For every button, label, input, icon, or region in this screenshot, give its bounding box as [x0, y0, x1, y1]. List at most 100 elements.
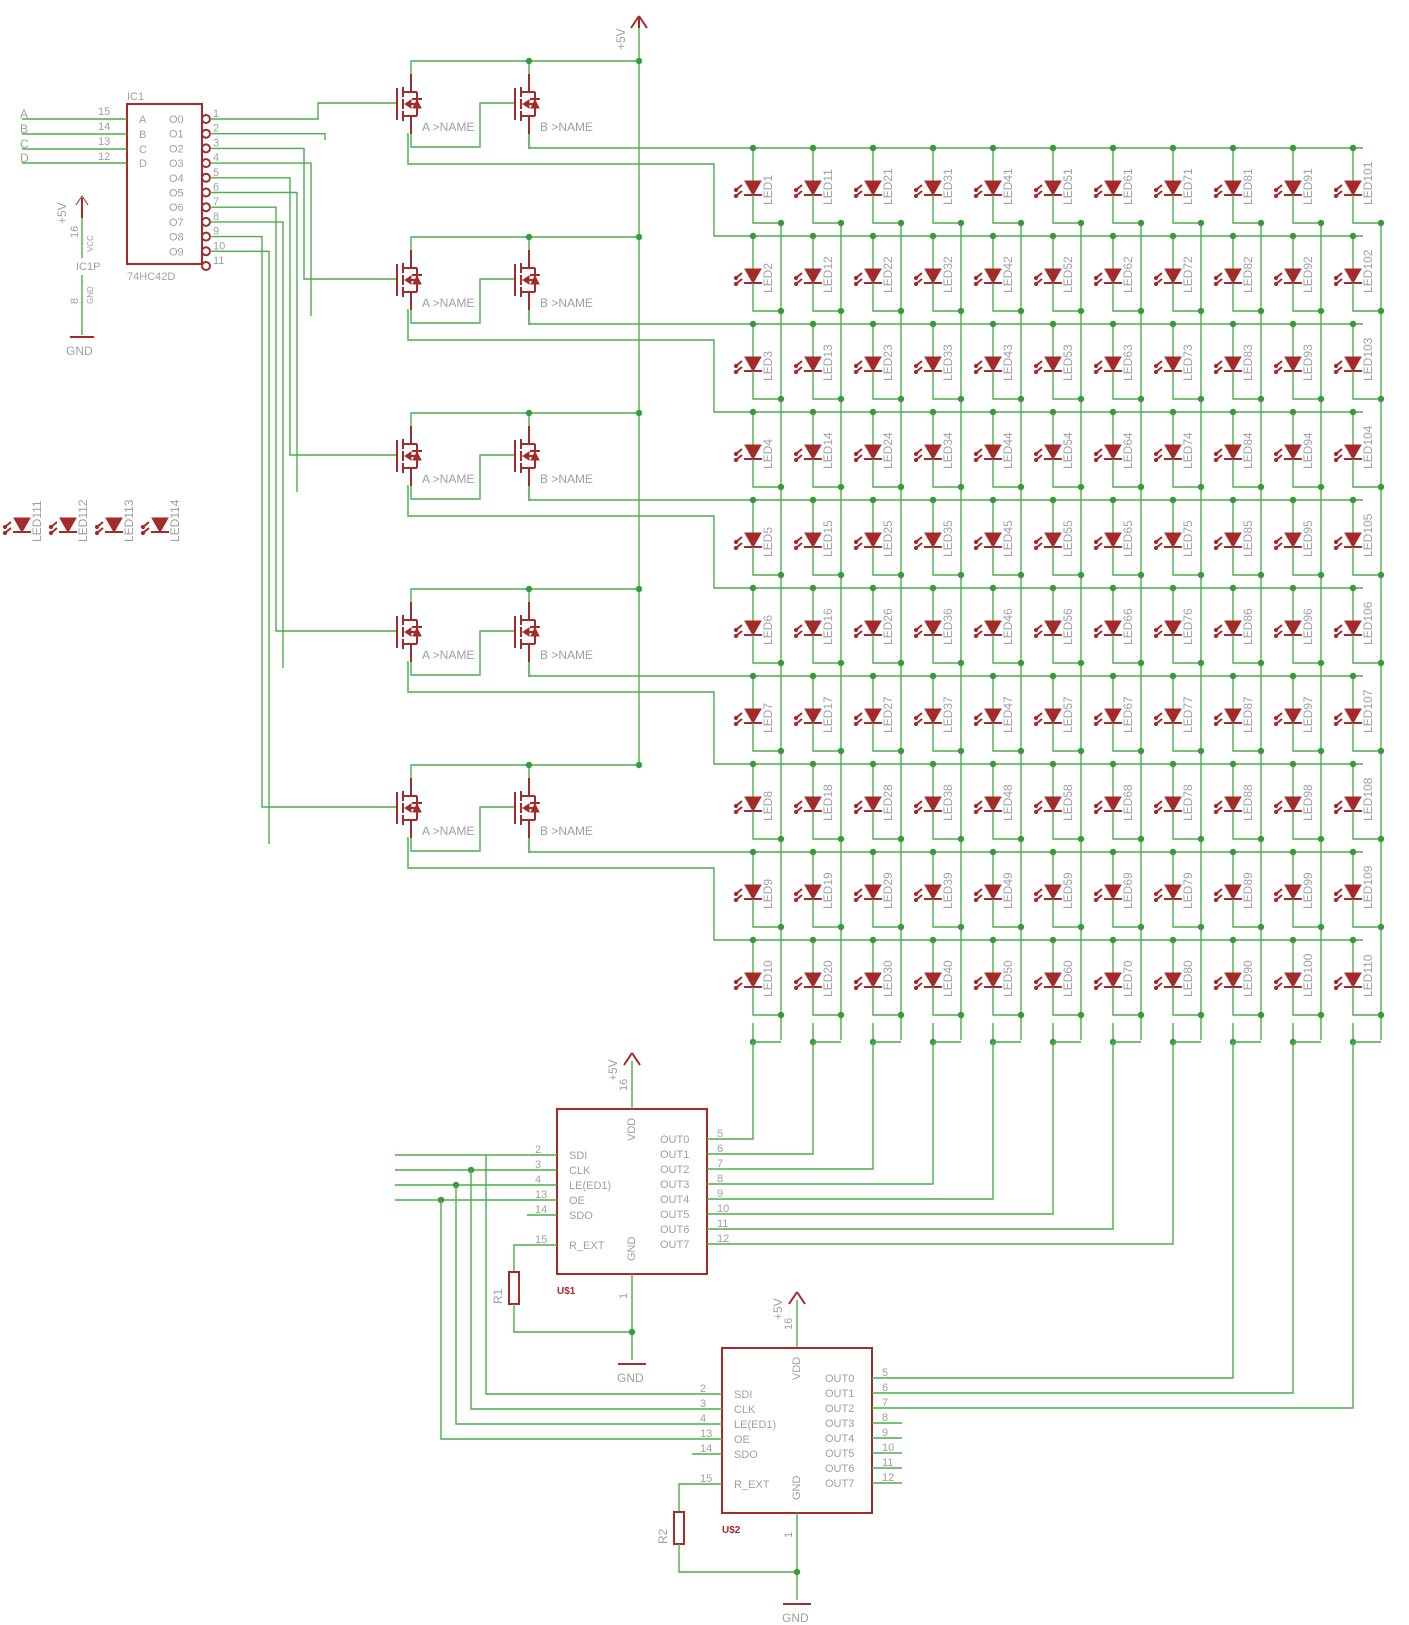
led-cell: LED55 [1033, 496, 1085, 663]
led-triangle [1164, 620, 1182, 637]
pin-number: 8 [882, 1412, 888, 1424]
ground-label: GND [617, 1371, 644, 1385]
junction [837, 219, 845, 227]
junction [525, 233, 533, 241]
inverter-bubble [201, 202, 211, 213]
led-cell: LED61 [1093, 144, 1145, 311]
wire [932, 195, 962, 311]
led-label: LED86 [1241, 608, 1255, 645]
led-triangle [984, 708, 1002, 725]
led-cell: LED40 [913, 936, 965, 1040]
led-cell: LED44 [973, 408, 1025, 575]
led-cell: LED76 [1153, 584, 1205, 751]
led: LED17 [793, 696, 835, 733]
led-label: LED69 [1121, 872, 1135, 909]
wire [1292, 635, 1322, 751]
pin-label: O4 [169, 173, 184, 185]
pin-label: O9 [169, 246, 184, 258]
junction [1197, 659, 1205, 667]
junction [525, 585, 533, 593]
led-label: LED56 [1061, 608, 1075, 645]
junction [628, 1328, 636, 1336]
junction [989, 672, 997, 680]
led: LED112 [48, 499, 90, 542]
led-cell: LED72 [1153, 232, 1205, 399]
body-arrow [404, 275, 412, 285]
led-arrow-head [1273, 803, 1279, 809]
led-triangle [1284, 268, 1302, 285]
power-unit: +5V 16 VCC IC1P 8 GND GND [55, 195, 100, 358]
junction [897, 1011, 905, 1019]
led-cell: LED49 [973, 848, 1025, 1015]
led-triangle [744, 972, 762, 989]
junction [957, 659, 965, 667]
led-arrow-head [1153, 275, 1159, 281]
led-label: LED75 [1181, 520, 1195, 557]
led-triangle [1044, 356, 1062, 373]
wire [1112, 547, 1142, 663]
junction [929, 232, 937, 240]
power-unit-ref: IC1P [76, 261, 100, 273]
led: LED76 [1153, 608, 1195, 645]
led-cell: LED87 [1213, 672, 1265, 839]
wire [1292, 811, 1322, 927]
led-label: LED110 [1361, 954, 1375, 997]
inverter-bubble [201, 128, 211, 139]
led-arrow-head [853, 721, 859, 727]
led-label: LED114 [168, 499, 182, 542]
pin-number: 11 [213, 255, 224, 267]
led-arrow-head [853, 715, 859, 721]
supply-arrow [631, 1052, 641, 1066]
wire [210, 191, 298, 492]
wire [1172, 459, 1202, 575]
led-arrow-head [1153, 715, 1159, 721]
junction [635, 761, 643, 769]
wire [992, 283, 1022, 399]
mosfet-label: B >NAME [540, 824, 593, 838]
vdd-label: VDD [626, 1118, 638, 1141]
led-cell: LED48 [973, 760, 1025, 927]
led-arrow-head [973, 363, 979, 369]
led: LED114 [140, 499, 182, 542]
led-label: LED80 [1181, 960, 1195, 997]
led: LED108 [1333, 777, 1375, 821]
junction [929, 848, 937, 856]
led: LED44 [973, 432, 1015, 469]
led-arrow-head [793, 187, 799, 193]
led-arrow-head [853, 803, 859, 809]
led-arrow-head [733, 809, 739, 815]
wire [528, 486, 1363, 501]
led-label: LED45 [1001, 520, 1015, 557]
led-arrow-head [913, 187, 919, 193]
led-triangle [1284, 796, 1302, 813]
led-arrow-head [1213, 369, 1219, 375]
led-arrow-head [1153, 363, 1159, 369]
mosfet: A >NAME [396, 426, 474, 486]
wire [992, 459, 1022, 575]
led-triangle [1344, 532, 1362, 549]
led-arrow-head [1093, 715, 1099, 721]
led: LED55 [1033, 520, 1075, 557]
led-arrow-head [973, 979, 979, 985]
junction [1077, 219, 1085, 227]
junction [1349, 760, 1357, 768]
led: LED48 [973, 784, 1015, 821]
led-cell: LED60 [1033, 936, 1085, 1040]
wire [528, 134, 1363, 149]
led-cell: LED1 [733, 144, 785, 311]
junction [1109, 408, 1117, 416]
decoder-ic[interactable]: IC1 74HC42D A 15 A B 14 B C 13 C D 12 D … [20, 91, 225, 283]
led-arrow-head [1093, 633, 1099, 639]
drain-lead [521, 602, 530, 621]
led: LED45 [973, 520, 1015, 557]
led: LED84 [1213, 432, 1255, 469]
wire [528, 310, 1363, 325]
led: LED95 [1273, 520, 1315, 557]
led-label: LED16 [821, 608, 835, 645]
wire [1352, 547, 1382, 663]
led-arrow-head [1093, 369, 1099, 375]
wire [902, 1042, 1294, 1394]
junction [1049, 496, 1057, 504]
junction [1049, 144, 1057, 152]
body-diode [530, 274, 540, 285]
